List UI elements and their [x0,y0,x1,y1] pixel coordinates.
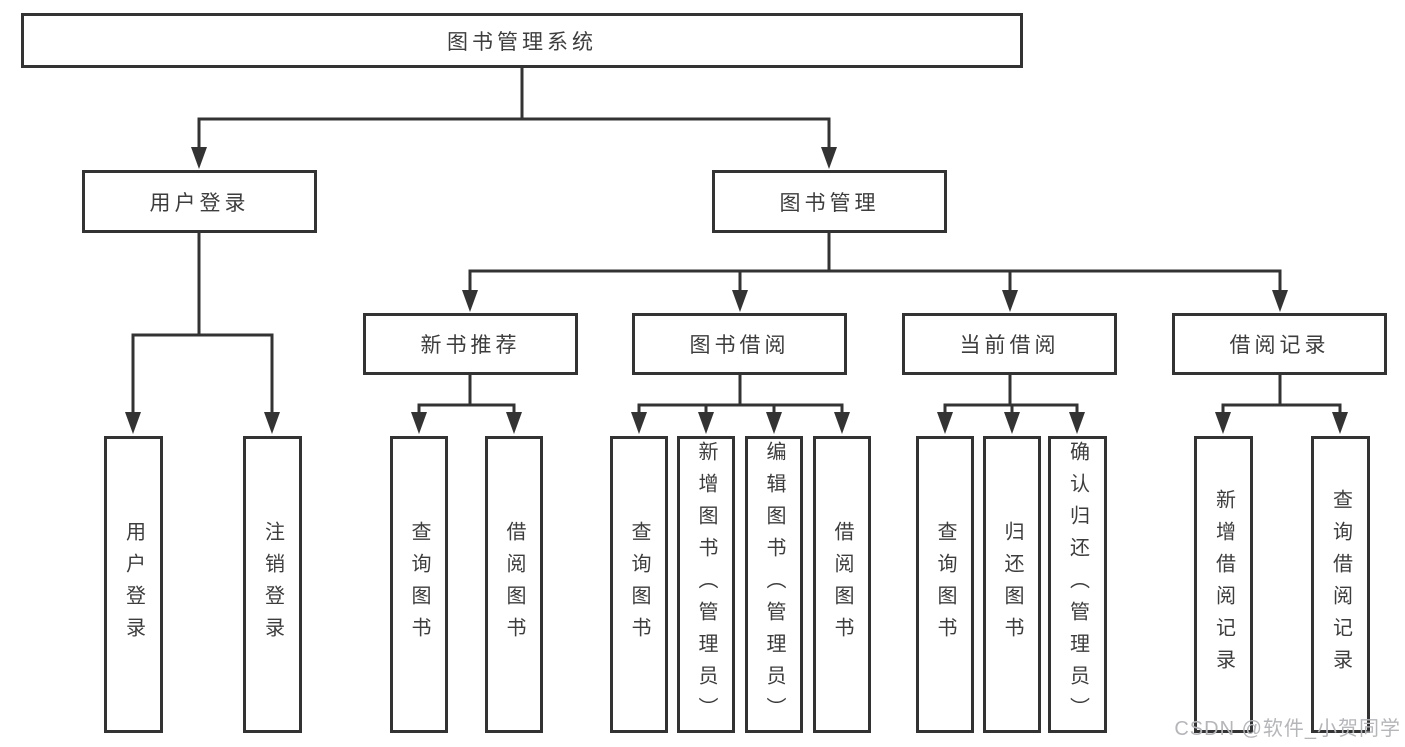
node-label: 查询图书 [408,520,430,649]
node-label: 图书管理系统 [447,30,597,54]
arrow-down-icon [766,412,782,434]
arrow-down-icon [834,412,850,434]
node-new-book-recommend: 新书推荐 [363,313,578,375]
arrow-down-icon [191,147,207,169]
node-current-borrow: 当前借阅 [902,313,1117,375]
node-label: 借阅图书 [831,520,853,649]
node-label: 用户登录 [149,191,250,215]
node-label: 借阅记录 [1229,334,1330,357]
arrow-down-icon [462,290,478,312]
leaf-logout: 注销登录 [243,436,302,733]
leaf-edit-book-admin: 编辑图书（管理员） [745,436,803,733]
node-label: 用户登录 [122,520,145,649]
leaf-query-books: 查询图书 [916,436,974,733]
arrow-down-icon [1215,412,1231,434]
node-book-borrow: 图书借阅 [632,313,847,375]
node-label: 图书借阅 [689,334,790,357]
node-root: 图书管理系统 [21,13,1023,68]
leaf-add-borrow-record: 新增借阅记录 [1194,436,1253,733]
node-label: 图书管理 [779,191,880,215]
leaf-borrow-books: 借阅图书 [485,436,543,733]
arrow-down-icon [1272,290,1288,312]
node-label: 新书推荐 [420,334,521,357]
arrow-down-icon [264,412,280,434]
node-label: 确认归还（管理员） [1066,440,1089,729]
csdn-watermark: CSDN @软件_小贺同学 [1174,718,1401,740]
node-label: 注销登录 [261,520,284,649]
node-label: 借阅图书 [503,520,525,649]
node-user-login: 用户登录 [82,170,317,233]
leaf-query-books: 查询图书 [390,436,448,733]
leaf-query-books: 查询图书 [610,436,668,733]
node-label: 新增图书（管理员） [695,440,717,729]
arrow-down-icon [411,412,427,434]
arrow-down-icon [821,147,837,169]
node-label: 归还图书 [1001,520,1023,649]
node-label: 查询图书 [934,520,956,649]
node-label: 编辑图书（管理员） [763,440,785,729]
leaf-add-book-admin: 新增图书（管理员） [677,436,735,733]
leaf-return-book: 归还图书 [983,436,1041,733]
leaf-user-login: 用户登录 [104,436,163,733]
node-label: 新增借阅记录 [1212,488,1235,681]
arrow-down-icon [631,412,647,434]
node-book-management: 图书管理 [712,170,947,233]
node-borrow-records: 借阅记录 [1172,313,1387,375]
arrow-down-icon [1332,412,1348,434]
node-label: 查询图书 [628,520,650,649]
node-label: 当前借阅 [959,334,1060,357]
arrow-down-icon [937,412,953,434]
arrow-down-icon [125,412,141,434]
arrow-down-icon [1069,412,1085,434]
leaf-borrow-books: 借阅图书 [813,436,871,733]
node-label: 查询借阅记录 [1329,488,1352,681]
leaf-confirm-return-admin: 确认归还（管理员） [1048,436,1107,733]
arrow-down-icon [506,412,522,434]
leaf-query-borrow-record: 查询借阅记录 [1311,436,1370,733]
arrow-down-icon [698,412,714,434]
arrow-down-icon [1002,290,1018,312]
arrow-down-icon [732,290,748,312]
arrow-down-icon [1004,412,1020,434]
